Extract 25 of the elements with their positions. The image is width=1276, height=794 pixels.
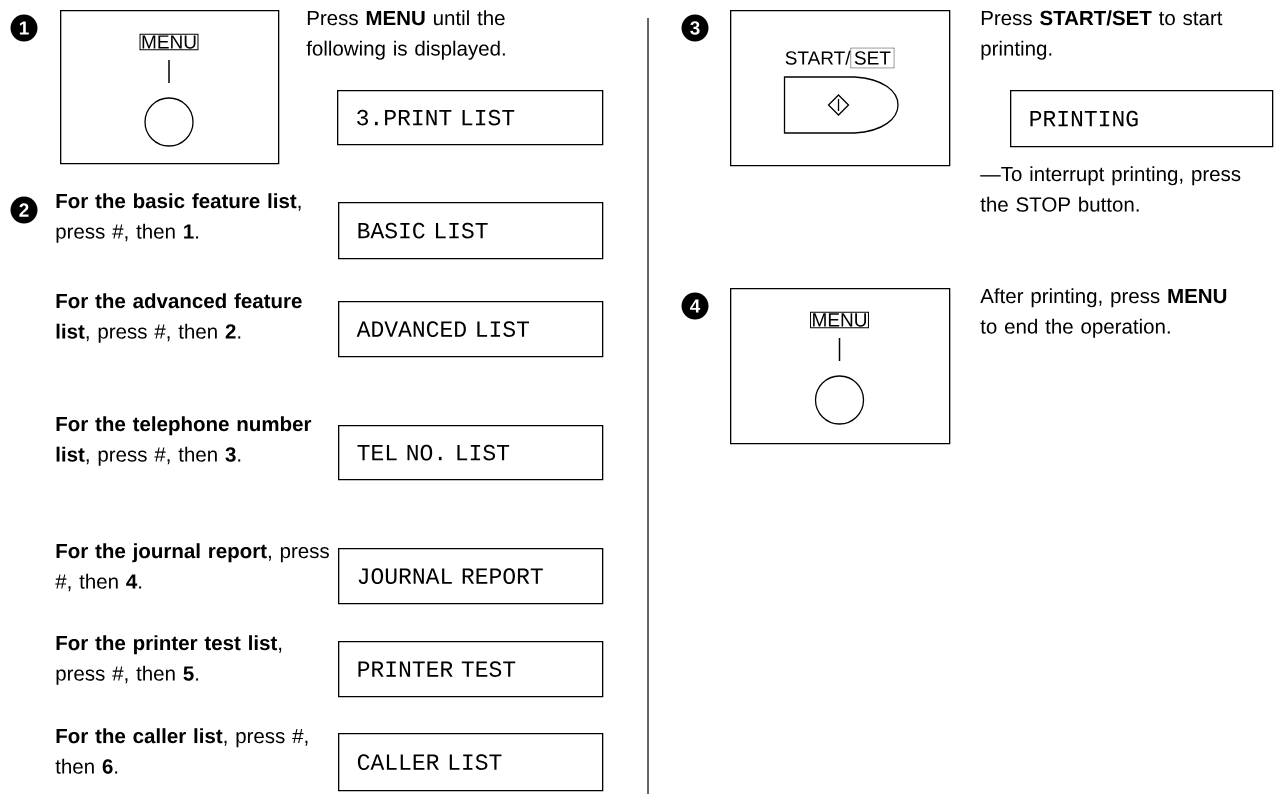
- display-screen: CALLER LIST: [338, 733, 604, 792]
- instruction-text: For the telephone number list, press #, then 3.: [56, 416, 312, 466]
- start-panel-drawing: START/ SET: [730, 10, 951, 167]
- display-screen: 3.PRINT LIST: [337, 90, 604, 146]
- control-panel-drawing: MENU: [60, 10, 280, 165]
- instruction-text: Press MENU until the following is displayed.: [306, 10, 505, 60]
- step-number: 3: [681, 14, 709, 42]
- step-number: 1: [10, 14, 38, 42]
- instruction-text: Press START/SET to start printing.: [981, 10, 1223, 60]
- note-text: —To interrupt printing, press the STOP button.: [980, 166, 1241, 212]
- instruction-text: For the basic feature list, press #, then 1.: [56, 193, 301, 243]
- instruction-text: For the journal report, press #, then 4.: [55, 543, 329, 592]
- step-number: 4: [681, 292, 709, 320]
- display-screen: JOURNAL REPORT: [338, 548, 604, 605]
- instruction-text: After printing, press MENU to end the operation.: [980, 288, 1227, 338]
- control-panel-drawing: MENU: [730, 288, 951, 445]
- display-screen: ADVANCED LIST: [338, 301, 604, 358]
- instruction-text: For the advanced feature list, press #, then 2.: [56, 293, 302, 343]
- display-screen: PRINTER TEST: [338, 641, 604, 698]
- step-number: 2: [10, 196, 38, 224]
- display-screen: PRINTING: [1010, 90, 1274, 148]
- instruction-text: For the printer test list, press #, then 5.: [56, 635, 282, 685]
- instruction-text: For the caller list, press #, then 6.: [55, 728, 308, 774]
- display-screen: BASIC LIST: [338, 202, 604, 260]
- display-screen: TEL NO. LIST: [338, 425, 604, 481]
